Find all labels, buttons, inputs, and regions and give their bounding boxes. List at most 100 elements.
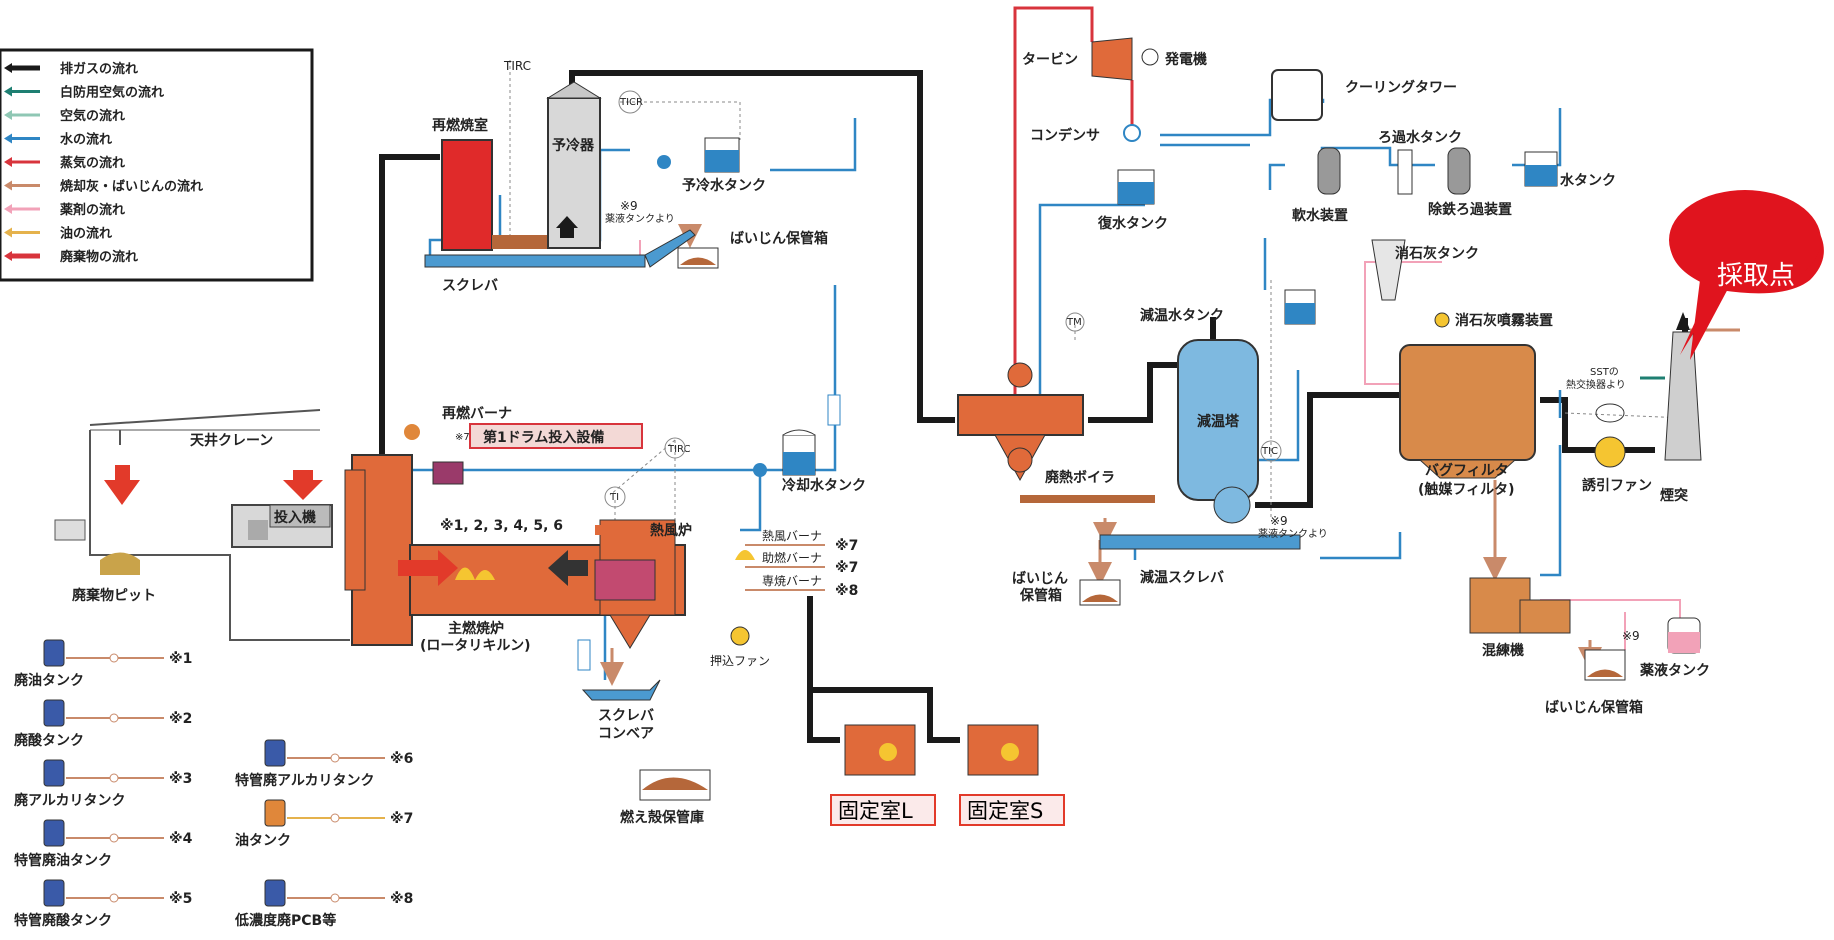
tank-valve-0 xyxy=(109,653,119,663)
legend-label-8: 廃棄物の流れ xyxy=(59,249,138,265)
mark9-a: ※9 xyxy=(620,199,638,213)
cooling-water-tank2-label: 減温水タンク xyxy=(1140,307,1224,324)
tank-mark-4: ※5 xyxy=(169,891,192,907)
legend-arrow-4 xyxy=(4,157,12,167)
legend: 排ガスの流れ白防用空気の流れ空気の流れ水の流れ蒸気の流れ焼却灰・ばいじんの流れ薬… xyxy=(0,48,314,282)
tank-valve-1 xyxy=(109,713,119,723)
legend-label-5: 焼却灰・ばいじんの流れ xyxy=(60,179,203,195)
burner1-label: 熱風バーナ xyxy=(762,529,822,543)
tank-valve-2 xyxy=(109,773,119,783)
tank-icon-1 xyxy=(43,699,65,727)
mark9-b: ※9 xyxy=(1270,514,1288,528)
dust-box-a-label: ばいじん保管箱 xyxy=(730,230,828,247)
reburn-burner-label: 再燃バーナ xyxy=(442,405,512,422)
condenser-label: コンデンサ xyxy=(1030,127,1100,144)
softener-label: 軟水装置 xyxy=(1292,207,1348,224)
tank-mark-5: ※6 xyxy=(390,751,413,767)
burner3-label: 専焼バーナ xyxy=(762,574,822,588)
push-fan-icon xyxy=(730,626,750,646)
tank-valve-3 xyxy=(109,833,119,843)
tank-icon-6 xyxy=(264,799,286,827)
lime-tank xyxy=(1371,239,1406,301)
stack-label: 煙突 xyxy=(1660,487,1688,504)
tank-mark-6: ※7 xyxy=(390,811,413,827)
legend-arrow-1 xyxy=(4,86,12,97)
dust-box-c-label: ばいじん保管箱 xyxy=(1545,699,1643,716)
waste-pit xyxy=(54,409,350,641)
bag-filter-sub-label: (触媒フィルタ) xyxy=(1418,481,1515,498)
tank-mark-2: ※3 xyxy=(169,771,192,787)
tic-gauge xyxy=(1260,440,1282,462)
burners xyxy=(745,544,825,591)
tank-mark-7: ※8 xyxy=(390,891,413,907)
tank-label-6: 油タンク xyxy=(235,832,291,849)
boiler-label: 廃熱ボイラ xyxy=(1045,469,1115,486)
kiln-sub-label: (ロータリキルン) xyxy=(420,638,531,654)
gas-cooling-tower xyxy=(1099,339,1301,550)
tirc-small-label: TIRC xyxy=(503,59,531,73)
legend-label-1: 白防用空気の流れ xyxy=(60,85,164,101)
iron-removal-label: 除鉄ろ過装置 xyxy=(1428,201,1512,218)
tank-label-5: 特管廃アルカリタンク xyxy=(235,772,374,789)
burner3-mark: ※8 xyxy=(835,583,858,599)
legend-arrow-2 xyxy=(4,110,12,120)
tank-mark-3: ※4 xyxy=(169,831,193,847)
conveyor-label2: コンベア xyxy=(598,726,654,742)
legend-label-7: 油の流れ xyxy=(60,226,112,242)
ti-label: TI xyxy=(609,492,619,503)
tic-label: TIC xyxy=(1261,446,1278,457)
legend-arrow-6 xyxy=(4,204,12,214)
legend-label-4: 蒸気の流れ xyxy=(60,155,125,171)
legend-arrow-0 xyxy=(4,63,12,73)
condensate-tank-label: 復水タンク xyxy=(1097,215,1168,232)
bag-filter-label: バグフィルタ xyxy=(1425,462,1509,479)
induced-fan-icon xyxy=(1594,436,1626,468)
tank-label-1: 廃酸タンク xyxy=(14,732,84,749)
chem-from-b: 薬液タンクより xyxy=(1258,527,1328,540)
lime-tank-label: 消石灰タンク xyxy=(1395,245,1479,262)
tank-icon-7 xyxy=(264,879,286,907)
ash-lines xyxy=(600,224,1740,686)
burner1-mark: ※7 xyxy=(835,538,858,554)
gas-cooler-label: 減温塔 xyxy=(1197,413,1240,430)
sst-label2: 熱交換器より xyxy=(1566,378,1626,391)
cooling-tower xyxy=(1271,69,1323,121)
legend-arrow-5 xyxy=(4,180,12,191)
kneader-label: 混練機 xyxy=(1482,642,1524,659)
burner2-label: 助燃バーナ xyxy=(762,550,822,565)
legend-label-3: 水の流れ xyxy=(60,132,112,148)
tank-icon-4 xyxy=(43,879,65,907)
drum-feed xyxy=(404,423,643,485)
legend-arrow-8 xyxy=(4,251,12,261)
ticr-gauge xyxy=(618,90,642,114)
chemical-lines xyxy=(639,240,1681,650)
heater-icon xyxy=(1595,403,1625,423)
cooling-water-tank xyxy=(753,394,841,477)
tirc-label: TIRC xyxy=(667,444,691,455)
lime-sprayer-icon xyxy=(1434,312,1450,328)
tirc-gauge xyxy=(664,437,686,459)
rotary-kiln xyxy=(344,454,755,649)
tm-label: TM xyxy=(1066,317,1082,328)
feeder xyxy=(231,470,333,548)
sampling-point-label: 採取点 xyxy=(1717,261,1795,291)
tank-icon-5 xyxy=(264,739,286,767)
induced-fan-label: 誘引ファン xyxy=(1582,477,1652,494)
chem-from-a: 薬液タンクより xyxy=(605,212,675,225)
filtered-water-tank xyxy=(1397,149,1413,195)
reburn-chamber xyxy=(424,81,696,268)
cooling-tower-label: クーリングタワー xyxy=(1345,79,1457,96)
tank-valve-7 xyxy=(330,893,340,903)
tank-mark-0: ※1 xyxy=(169,651,192,667)
legend-label-2: 空気の流れ xyxy=(60,108,125,124)
feed-mark-list: ※1, 2, 3, 4, 5, 6 xyxy=(440,518,563,534)
dust-box-b-label2: 保管箱 xyxy=(1019,587,1062,604)
legend-arrow-3 xyxy=(4,133,12,144)
legend-label-0: 排ガスの流れ xyxy=(60,61,138,77)
mark9-c: ※9 xyxy=(1622,629,1640,643)
crane-label: 天井クレーン xyxy=(190,432,273,449)
tank-label-7: 低濃度廃PCB等 xyxy=(234,912,336,929)
kiln-label: 主燃焼炉 xyxy=(448,620,504,637)
